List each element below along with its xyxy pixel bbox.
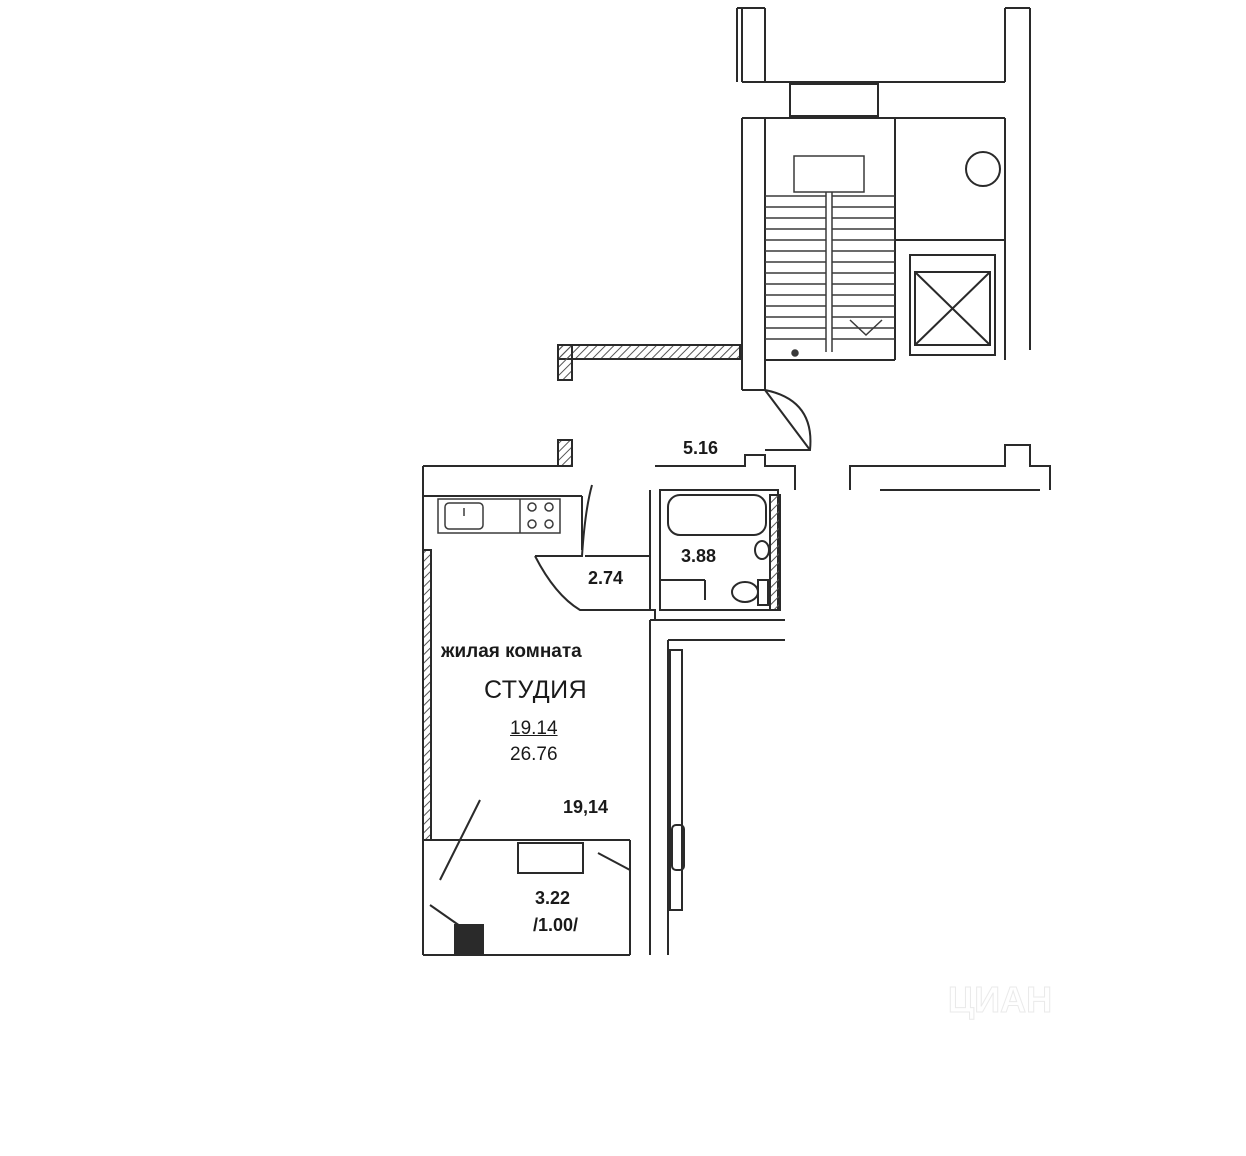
area-hallway: 2.74 — [588, 568, 624, 588]
apartment-walls — [422, 465, 785, 956]
room-living-area: 19.14 — [510, 718, 558, 739]
room-caption: жилая комната — [441, 641, 582, 662]
area-balcony: 3.22 — [535, 888, 571, 908]
area-bathroom: 3.88 — [681, 546, 717, 566]
room-name: СТУДИЯ — [484, 676, 588, 704]
stairs — [765, 155, 895, 357]
room-total-area: 26.76 — [510, 744, 558, 765]
corridor-walls — [557, 344, 1051, 491]
watermark: ЦИАН — [948, 979, 1052, 1020]
area-balcony-reduced: /1.00/ — [533, 915, 579, 935]
stairwell-block — [736, 7, 1031, 390]
kitchen-counter — [437, 498, 561, 534]
area-room: 19,14 — [563, 797, 609, 817]
area-corridor: 5.16 — [683, 438, 719, 458]
